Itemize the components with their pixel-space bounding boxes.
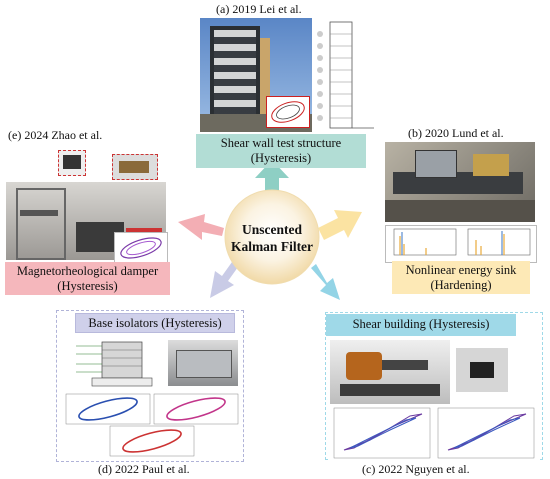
panel-e-caption: (e) 2024 Zhao et al. bbox=[8, 128, 103, 142]
panel-b-label-line2: (Hardening) bbox=[430, 278, 492, 292]
panel-e-hysteresis-inset bbox=[114, 232, 168, 264]
panel-d-bearing-photo bbox=[168, 340, 238, 386]
panel-b-caption: (b) 2020 Lund et al. bbox=[408, 126, 504, 140]
panel-c-caption: (c) 2022 Nguyen et al. bbox=[362, 462, 470, 476]
arrow-to-panel-c bbox=[311, 264, 340, 300]
panel-c-label-line1: Shear building (Hysteresis) bbox=[352, 317, 490, 331]
panel-e-setup-photo bbox=[6, 182, 166, 260]
panel-c-damper-photo bbox=[456, 348, 508, 392]
panel-c-hysteresis-plots bbox=[330, 406, 540, 460]
panel-e-damper-inset bbox=[112, 154, 158, 180]
panel-d-frame bbox=[56, 310, 244, 462]
panel-e-label-line1: Magnetorheological damper bbox=[16, 264, 159, 278]
arrow-to-panel-b bbox=[318, 210, 362, 240]
panel-d-label-box: Base isolators (Hysteresis) bbox=[75, 313, 235, 333]
panel-e-monitor-inset bbox=[58, 150, 86, 176]
center-label-line2: Kalman Filter bbox=[230, 239, 314, 254]
panel-a-label-line1: Shear wall test structure bbox=[220, 136, 342, 150]
center-label-line1: Unscented bbox=[242, 222, 302, 237]
arrow-to-panel-a bbox=[255, 160, 289, 198]
panel-b-plots bbox=[385, 225, 537, 263]
panel-c-rig-photo bbox=[330, 340, 450, 404]
panel-b-rig-photo bbox=[385, 142, 535, 222]
panel-a-tower-photo bbox=[200, 18, 312, 132]
panel-a-label-box: Shear wall test structure (Hysteresis) bbox=[196, 134, 366, 168]
panel-b-label-line1: Nonlinear energy sink bbox=[405, 263, 517, 277]
panel-d-hysteresis-plots bbox=[64, 392, 240, 458]
panel-c-label-box: Shear building (Hysteresis) bbox=[326, 314, 516, 336]
center-label: Unscented Kalman Filter bbox=[225, 221, 319, 255]
panel-e-label-box: Magnetorheological damper (Hysteresis) bbox=[5, 262, 170, 295]
center-circle bbox=[224, 189, 320, 285]
panel-d-caption: (d) 2022 Paul et al. bbox=[98, 462, 190, 476]
arrow-to-panel-e bbox=[178, 214, 224, 240]
arrow-to-panel-d bbox=[210, 262, 238, 298]
panel-d-label-line1: Base isolators (Hysteresis) bbox=[88, 316, 222, 330]
panel-a-label-line2: (Hysteresis) bbox=[250, 151, 312, 165]
panel-d-isolator-drawing bbox=[62, 338, 162, 390]
panel-e-label-line2: (Hysteresis) bbox=[57, 279, 118, 293]
panel-a-structure-drawing bbox=[312, 18, 376, 132]
panel-b-label-box: Nonlinear energy sink (Hardening) bbox=[392, 261, 530, 294]
panel-a-caption: (a) 2019 Lei et al. bbox=[216, 2, 302, 16]
